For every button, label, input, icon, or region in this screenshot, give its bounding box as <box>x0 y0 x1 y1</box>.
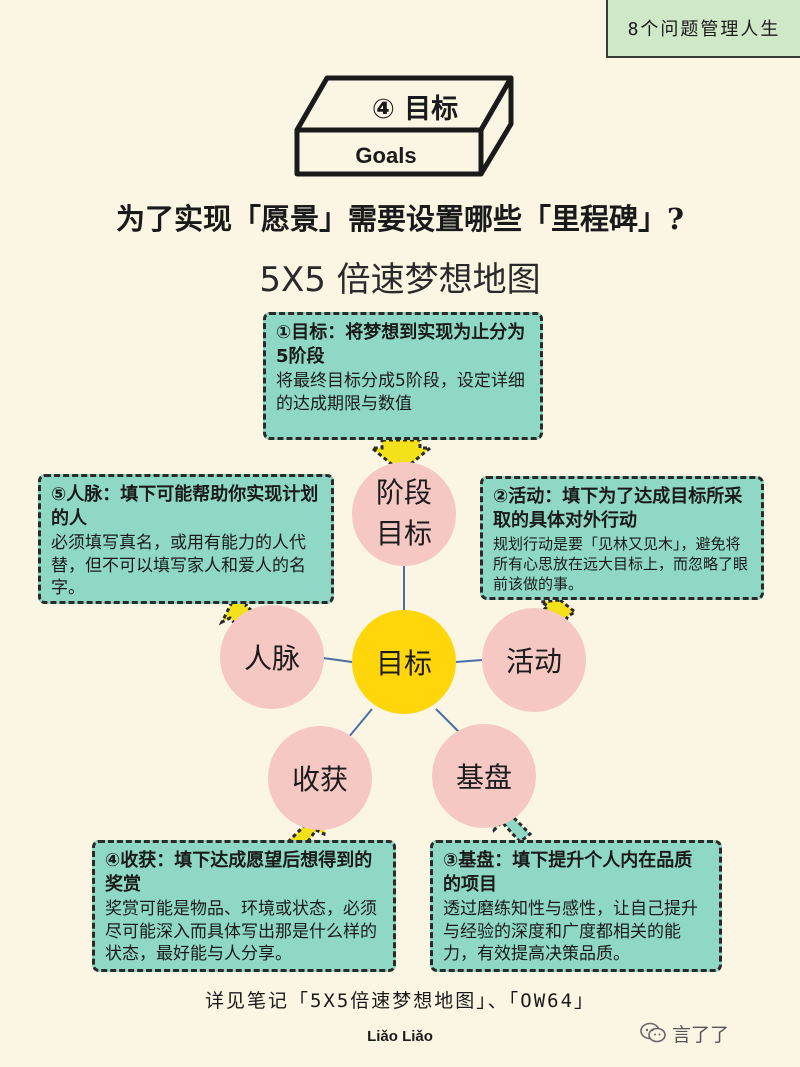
card-activity-body: 规划行动是要「见林又见木」，避免将所有心思放在远大目标上，而忽略了眼前该做的事。 <box>493 534 749 594</box>
map-title: 5X5 倍速梦想地图 <box>259 260 541 300</box>
card-goal: ①目标：将梦想到实现为止分为5阶段 将最终目标分成5阶段，设定详细的达成期限与数… <box>263 312 543 440</box>
wechat-account-name: 言了了 <box>672 1023 730 1046</box>
connector-bottom-left <box>347 708 373 739</box>
card-network-body: 必须填写真名，或用有能力的人代替，但不可以填写家人和爱人的名字。 <box>51 532 306 599</box>
card-foundation-body: 透过磨练知性与感性，让自己提升与经验的深度和广度都相关的能力，有效提高决策品质。 <box>443 898 698 965</box>
connector-right <box>455 659 483 663</box>
footer-reference: 详见笔记「5X5倍速梦想地图」、「OW64」 <box>204 990 596 1012</box>
card-harvest-title: ④收获：填下达成愿望后想得到的奖赏 <box>105 850 373 896</box>
circle-foundation: 基盘 <box>432 724 536 828</box>
circle-activity-label: 活动 <box>505 645 562 678</box>
circle-stage-goal: 阶段 目标 <box>352 462 456 566</box>
circle-harvest-label: 收获 <box>291 763 348 796</box>
guiding-question: 为了实现「愿景」需要设置哪些「里程碑」? <box>116 202 684 236</box>
header-subtitle: Goals <box>355 143 417 168</box>
circle-network: 人脉 <box>220 605 324 709</box>
card-goal-body: 将最终目标分成5阶段，设定详细的达成期限与数值 <box>276 370 525 414</box>
circle-harvest: 收获 <box>268 726 372 830</box>
header-box-illustration <box>294 75 514 177</box>
card-network: ⑤人脉：填下可能帮助你实现计划的人 必须填写真名，或用有能力的人代替，但不可以填… <box>38 474 334 604</box>
card-activity-title: ②活动：填下为了达成目标所采取的具体对外行动 <box>493 486 743 532</box>
series-tag: 8个问题管理人生 <box>606 0 800 58</box>
circle-stage-goal-line2: 目标 <box>375 517 432 550</box>
card-harvest-body: 奖赏可能是物品、环境或状态，必须尽可能深入而具体写出那是什么样的状态，最好能与人… <box>105 898 377 965</box>
wechat-icon <box>640 1022 666 1043</box>
card-goal-title: ①目标：将梦想到实现为止分为5阶段 <box>276 322 526 368</box>
card-foundation-title: ③基盘：填下提升个人内在品质的项目 <box>443 850 693 896</box>
header-title: ④ 目标 <box>371 93 459 125</box>
arrow-goal <box>367 438 435 474</box>
card-harvest: ④收获：填下达成愿望后想得到的奖赏 奖赏可能是物品、环境或状态，必须尽可能深入而… <box>92 840 396 972</box>
circle-center-goal: 目标 <box>352 610 456 714</box>
card-network-title: ⑤人脉：填下可能帮助你实现计划的人 <box>51 484 319 530</box>
circle-foundation-label: 基盘 <box>455 761 512 794</box>
card-foundation: ③基盘：填下提升个人内在品质的项目 透过磨练知性与感性，让自己提升与经验的深度和… <box>430 840 722 972</box>
connector-left <box>322 657 353 663</box>
circle-stage-goal-line1: 阶段 <box>375 476 432 510</box>
brand-logo: Liǎo Liǎo <box>367 1028 433 1045</box>
card-activity: ②活动：填下为了达成目标所采取的具体对外行动 规划行动是要「见林又见木」，避免将… <box>480 476 764 600</box>
circle-activity: 活动 <box>482 608 586 712</box>
circle-center-label: 目标 <box>375 647 432 680</box>
wechat-account: 言了了 <box>640 1018 729 1048</box>
circle-network-label: 人脉 <box>243 642 300 675</box>
